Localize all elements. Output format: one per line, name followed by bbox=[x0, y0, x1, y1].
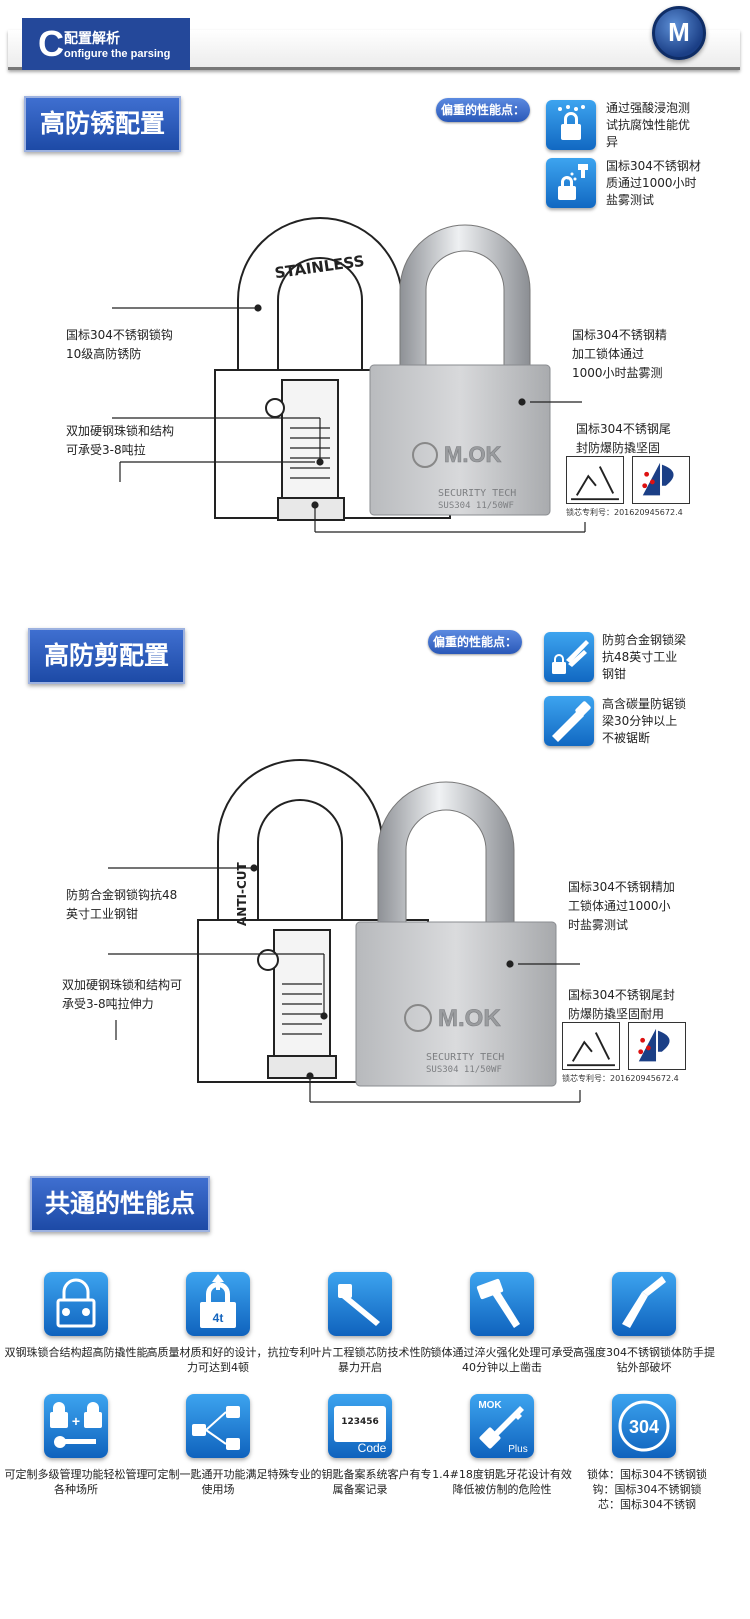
feature-tension: 高质量材质和好的设计，抗拉力可达到4顿 bbox=[146, 1346, 290, 1374]
master-key-icon: + bbox=[44, 1394, 108, 1458]
section2-lock-text2: SUS304 11/50WF bbox=[426, 1065, 502, 1075]
section1-lock-text2: SUS304 11/50WF bbox=[438, 501, 514, 511]
acid-test-icon bbox=[546, 100, 596, 150]
section2-callout-ball: 双加硬钢珠锁和结构可承受3-8吨拉伸力 bbox=[62, 978, 183, 1011]
section2-lock-brand: M.OK bbox=[438, 1005, 501, 1032]
section1-title: 高防锈配置 bbox=[39, 109, 165, 138]
plus-key-plus-label: Plus bbox=[508, 1444, 527, 1455]
section2-padlock-body bbox=[355, 921, 557, 1087]
section2-callout-tail: 国标304不锈钢尾封防爆防撬坚固耐用 bbox=[568, 988, 675, 1021]
section1-callout-shackle: 国标304不锈钢锁钩10级高防锈防 bbox=[66, 328, 173, 361]
section2-spring-coils bbox=[282, 983, 322, 1035]
certification-mark-icon bbox=[632, 456, 690, 504]
header-title-tab: C 配置解析 onfigure the parsing bbox=[22, 18, 190, 70]
cutter-icon bbox=[544, 632, 594, 682]
anti-pry-icon bbox=[562, 1022, 620, 1070]
section1-banner: 高防锈配置 bbox=[24, 96, 181, 152]
section2-shackle-engraving: ANTI-CUT bbox=[235, 861, 249, 926]
section2-feature-2: 高含碳量防锯锁梁30分钟以上不被锯断 bbox=[602, 697, 687, 745]
page-header: C 配置解析 onfigure the parsing M bbox=[0, 0, 750, 80]
salt-spray-icon bbox=[546, 158, 596, 208]
section2-steel-ball bbox=[257, 949, 279, 971]
header-title-zh: 配置解析 bbox=[64, 31, 120, 47]
feature-304-materials: 锁体：国标304不锈钢锁钩：国标304不锈钢锁芯：国标304不锈钢 bbox=[587, 1468, 707, 1511]
section1-feature-2: 国标304不锈钢材质通过1000小时盐雾测试 bbox=[606, 159, 701, 207]
feature-quench: 锁体通过淬火强化处理可承受40分钟以上凿击 bbox=[430, 1346, 574, 1374]
section2-banner: 高防剪配置 bbox=[28, 628, 185, 684]
section2-leader-lines bbox=[108, 864, 581, 1103]
certification-mark-icon bbox=[628, 1022, 686, 1070]
section1-padlock-shackle bbox=[399, 224, 531, 381]
section2-lock-text1: SECURITY TECH bbox=[426, 1052, 504, 1063]
brand-logo-letter: M bbox=[668, 17, 690, 47]
plus-key-mok-label: MOK bbox=[478, 1400, 502, 1411]
section2-brand-emblem bbox=[404, 1004, 432, 1032]
svg-text:+: + bbox=[72, 1413, 80, 1429]
tension-4t-icon: 4t bbox=[186, 1272, 250, 1336]
feature-key-tooth: 1.4#18度钥匙牙花设计有效降低被仿制的危险性 bbox=[432, 1468, 572, 1496]
blade-key-icon bbox=[328, 1272, 392, 1336]
badge-304-icon: 304 bbox=[612, 1394, 676, 1458]
header-initial: C bbox=[38, 23, 64, 64]
section1-callout-ball: 双加硬钢珠锁和结构可承受3-8吨拉 bbox=[66, 424, 175, 457]
section2-callout-shackle: 防剪合金钢锁钩抗48英寸工业钢钳 bbox=[66, 888, 178, 921]
code-icon-label: Code bbox=[358, 1441, 387, 1455]
keyed-alike-icon bbox=[186, 1394, 250, 1458]
code-icon-number: 123456 bbox=[341, 1417, 379, 1427]
section1-lock-text1: SECURITY TECH bbox=[438, 488, 516, 499]
section1-feature-1: 通过强酸浸泡测试抗腐蚀性能优异 bbox=[606, 101, 691, 149]
anti-pry-icon bbox=[566, 456, 624, 504]
section3-banner: 共通的性能点 bbox=[30, 1176, 210, 1232]
section3-title: 共通的性能点 bbox=[44, 1189, 195, 1218]
section1-steel-ball bbox=[265, 398, 285, 418]
section2-feature-1: 防剪合金钢锁梁抗48英寸工业钢钳 bbox=[602, 633, 687, 681]
header-title-en: onfigure the parsing bbox=[64, 48, 171, 60]
feature-anti-drill: 高强度304不锈钢锁体防手提钻外部破坏 bbox=[573, 1346, 715, 1374]
section2-title: 高防剪配置 bbox=[43, 641, 169, 670]
feature-master-key: 可定制多级管理功能轻松管理各种场所 bbox=[4, 1468, 148, 1496]
feature-key-record: 专业的钥匙备案系统客户有专属备案记录 bbox=[288, 1468, 432, 1496]
double-lock-icon bbox=[44, 1272, 108, 1336]
feature-blade-core: 专利叶片工程锁芯防技术性防暴力开启 bbox=[288, 1346, 432, 1374]
feature-double-ball: 双钢珠锁合结构超高防撬性能 bbox=[4, 1346, 148, 1359]
section1-callout-body: 国标304不锈钢精加工锁体通过1000小时盐雾测 bbox=[572, 328, 667, 380]
section2-callout-body: 国标304不锈钢精加工锁体通过1000小时盐雾测试 bbox=[568, 880, 675, 932]
saw-icon bbox=[544, 696, 594, 746]
drill-icon bbox=[612, 1272, 676, 1336]
tension-4t-label: 4t bbox=[213, 1311, 224, 1325]
section1-padlock-body bbox=[369, 364, 551, 516]
section1-patent-number: 锁芯专利号：201620945672.4 bbox=[566, 508, 683, 517]
section2-lock-diagram: ANTI-CUT M.OK SECURITY TECH SUS304 11/50… bbox=[108, 759, 581, 1103]
feature-keyed-alike: 可定制一匙通开功能满足特殊使用场 bbox=[146, 1468, 290, 1496]
section1-spring-coils bbox=[290, 427, 330, 479]
section1-lock-diagram: STAINLESS M.OK SECURITY TECH SUS304 11/5… bbox=[112, 217, 586, 533]
section1-brand-emblem bbox=[412, 442, 438, 468]
section2-patent-number: 锁芯专利号：201620945672.4 bbox=[562, 1074, 679, 1083]
plus-key-icon: MOK Plus bbox=[470, 1394, 534, 1458]
hammer-icon bbox=[470, 1272, 534, 1336]
section1-focus-label: 偏重的性能点： bbox=[436, 98, 530, 122]
brand-logo: M bbox=[652, 6, 706, 60]
badge-304-label: 304 bbox=[629, 1417, 659, 1437]
section1-leader-lines bbox=[112, 304, 586, 533]
section2-padlock-shackle bbox=[377, 781, 515, 929]
section1-callout-tail: 国标304不锈钢尾封防爆防撬坚固 bbox=[576, 422, 671, 455]
section1-lock-brand: M.OK bbox=[444, 442, 502, 467]
section2-focus-label: 偏重的性能点： bbox=[428, 630, 522, 654]
